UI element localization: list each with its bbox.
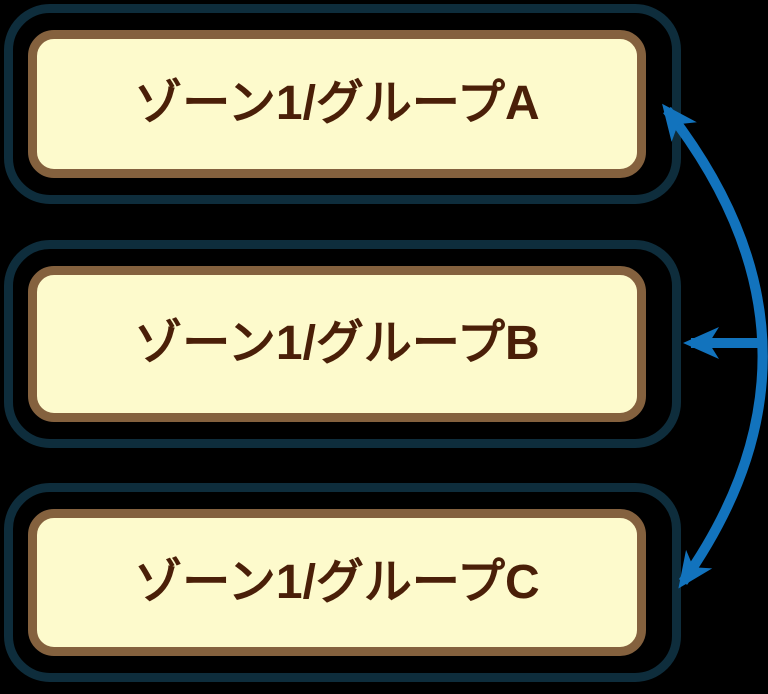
group-box-c-label: ゾーン1/グループC — [134, 555, 540, 609]
curved-swap-arrow-a-c — [662, 103, 768, 589]
group-box-b-label: ゾーン1/グループB — [134, 317, 540, 370]
zone-container-b: ゾーン1/グループB — [4, 240, 681, 448]
group-box-b: ゾーン1/グループB — [28, 266, 646, 422]
group-box-a-label: ゾーン1/グループA — [134, 77, 540, 130]
zone-container-a: ゾーン1/グループA — [4, 4, 681, 204]
group-box-a: ゾーン1/グループA — [28, 30, 646, 178]
zone-container-c: ゾーン1/グループC — [4, 483, 681, 682]
group-box-c: ゾーン1/グループC — [28, 509, 646, 656]
